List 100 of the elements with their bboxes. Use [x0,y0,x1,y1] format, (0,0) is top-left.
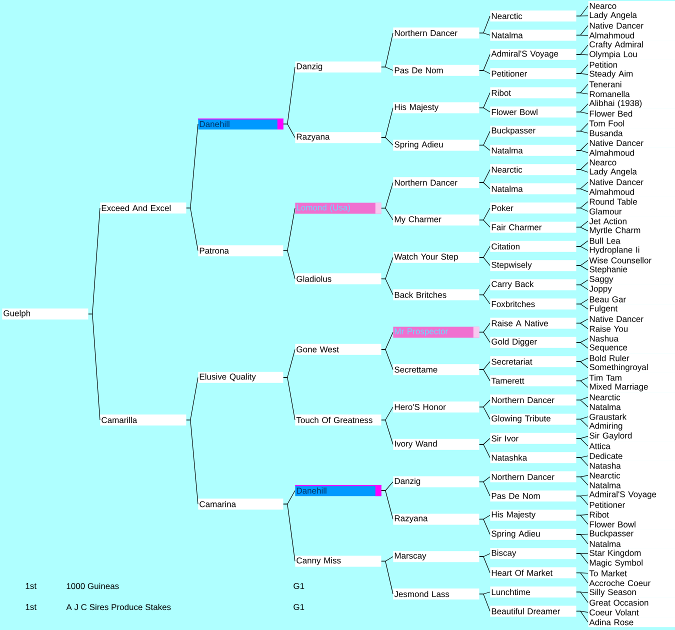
node-label: Wise Counsellor [589,257,652,264]
horse-name-box: Silly Season [588,588,675,598]
pedigree-line [479,594,490,612]
node-label: Olympia Lou [590,50,637,59]
node-label: Almahmoud [589,150,634,156]
horse-name-box: Natalma [588,480,675,490]
pedigree-line [576,169,588,173]
horse-name-box: Canny Miss [295,556,382,567]
node-label: Nearctic [590,472,620,479]
pedigree-line [576,208,588,212]
horse-name-box: Flower Bowl [490,106,576,118]
pedigree-line [283,124,296,138]
horse-name-box: Natashka [490,452,576,464]
node-label: Native Dancer [590,22,644,29]
horse-name-box: Natalma [490,183,576,194]
pedigree-line [479,144,490,151]
horse-name-box: Dedicate [588,450,675,461]
pedigree-line [576,514,588,525]
pedigree-line [381,66,394,71]
horse-name-box: Danehill [295,485,382,496]
node-label: Sir Gaylord [590,432,632,440]
node-label: Magic Symbol [590,559,642,568]
horse-name-box: Round Table [588,196,675,207]
horse-name-box: To Market [588,568,675,578]
horse-name-box: Exceed And Excel [100,202,186,214]
pedigree-line [283,504,296,562]
horse-name-box: Myrtle Charm [588,226,675,236]
horse-name-box: Flower Bed [588,108,675,119]
pedigree-line [381,560,394,594]
pedigree-line [479,369,490,382]
horse-name-box: Natasha [588,460,675,471]
horse-name-box: Mr Prospector [393,326,480,338]
pedigree-line [283,377,296,420]
horse-name-box: Buckpasser [490,126,576,137]
horse-name-box: Camarina [198,498,284,510]
pedigree-line [576,246,588,251]
horse-name-box: Almahmoud [588,30,675,40]
node-label: Jet Action [589,218,626,224]
horse-name-box: Petition [588,60,675,70]
horse-name-box: Nearctic [588,470,675,480]
pedigree-line [88,314,100,420]
horse-name-box: Touch Of Greatness [295,414,382,426]
pedigree-line [576,553,588,564]
node-label: Myrtle Charm [590,226,640,235]
horse-name-box: Gladiolus [295,273,382,284]
horse-name-box: Hero'S Honor [393,402,480,412]
horse-name-box: Nearctic [588,392,675,402]
pedigree-line [576,457,588,466]
pedigree-line [576,400,588,408]
horse-name-box: Native Dancer [588,314,675,324]
node-label: Crafty Admiral [590,41,643,50]
horse-name-box: Busanda [588,128,675,138]
node-label: Almahmoud [589,188,634,195]
node-label: Native Dancer [590,316,644,322]
horse-name-box: Admiring [588,422,675,432]
horse-name-box: Natalma [490,144,576,156]
pedigree-line [479,444,490,458]
horse-name-box: Tenerani [588,79,675,90]
pedigree-line [576,304,588,310]
horse-name-box: Heart Of Market [490,567,576,578]
pedigree-line [186,420,198,504]
node-label: Native Dancer [590,178,644,186]
race-result: A J C Sires Produce Stakes [66,604,171,610]
pedigree-line [576,226,588,232]
horse-name-box: Ivory Wand [393,438,480,450]
horse-name-box: Coeur Volant [588,607,675,618]
horse-name-box: Almahmoud [588,148,675,158]
horse-name-box: Buckpasser [588,529,675,540]
horse-name-box: Tamerett [490,375,576,386]
pedigree-line [576,15,588,16]
pedigree-line [576,496,588,506]
node-label: Lady Angela [590,168,637,176]
node-label: Almahmoud [589,32,634,38]
horse-name-box: Glowing Tribute [490,414,576,425]
horse-name-box: Somethingroyal [588,362,675,373]
horse-name-box: Sequence [588,343,675,354]
horse-name-box: Great Occasion [588,598,675,608]
horse-name-box: Northern Dancer [393,177,480,188]
pedigree-line [381,208,394,220]
node-label: Attica [589,442,610,450]
node-label: Admiral'S Voyage [589,491,656,499]
horse-name-box: Beautiful Dreamer [490,606,576,617]
node-label: Accroche Coeur [589,580,650,586]
horse-name-box: Magic Symbol [588,558,675,568]
horse-name-box: Back Britches [393,289,480,300]
horse-name-box: Flower Bowl [588,519,675,530]
pedigree-line [576,572,588,584]
pedigree-line [479,332,490,343]
horse-name-box: Lady Angela [588,167,675,178]
horse-name-box: Gone West [295,344,382,355]
horse-name-box: Natalma [588,538,675,549]
node-label: Silly Season [590,588,636,597]
node-label: Tim Tam [589,374,622,381]
node-label: Glamour [590,208,622,214]
horse-name-box: Razyana [393,514,480,525]
horse-name-box: Bull Lea [588,236,675,246]
pedigree-line [381,278,394,296]
pedigree-line [576,112,588,114]
node-label: Steady Aim [590,70,633,78]
horse-name-box: Spring Adieu [393,140,480,151]
